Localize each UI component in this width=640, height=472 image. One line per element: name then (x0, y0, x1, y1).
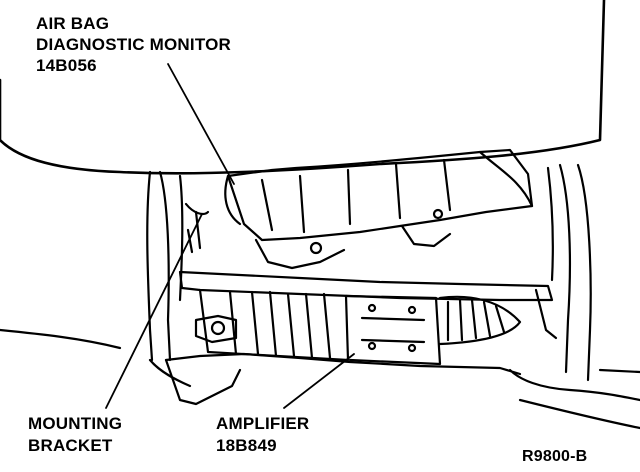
mounting-bracket (164, 202, 522, 406)
label-mounting-bracket-line1: MOUNTING (28, 414, 123, 433)
label-air-bag-monitor-line1: AIR BAG (36, 14, 110, 33)
label-air-bag-monitor-line2: DIAGNOSTIC MONITOR (36, 35, 232, 54)
air-bag-diagnostic-monitor (224, 148, 534, 270)
amplifier (178, 270, 558, 366)
leader-air-bag-monitor (167, 63, 235, 185)
figure-reference: R9800-B (522, 448, 588, 465)
label-mounting-bracket-line2: BRACKET (28, 436, 113, 455)
label-amplifier: AMPLIFIER (216, 414, 310, 433)
seat-track-left (146, 170, 184, 362)
leader-lines (105, 63, 355, 409)
floor-contour (148, 358, 640, 402)
floor-line (0, 328, 640, 430)
seat-track-right (546, 163, 592, 382)
label-amplifier-part-number: 18B849 (216, 436, 277, 455)
leader-mounting-bracket (105, 213, 203, 409)
leader-amplifier (283, 353, 355, 409)
label-air-bag-monitor-part-number: 14B056 (36, 56, 97, 75)
